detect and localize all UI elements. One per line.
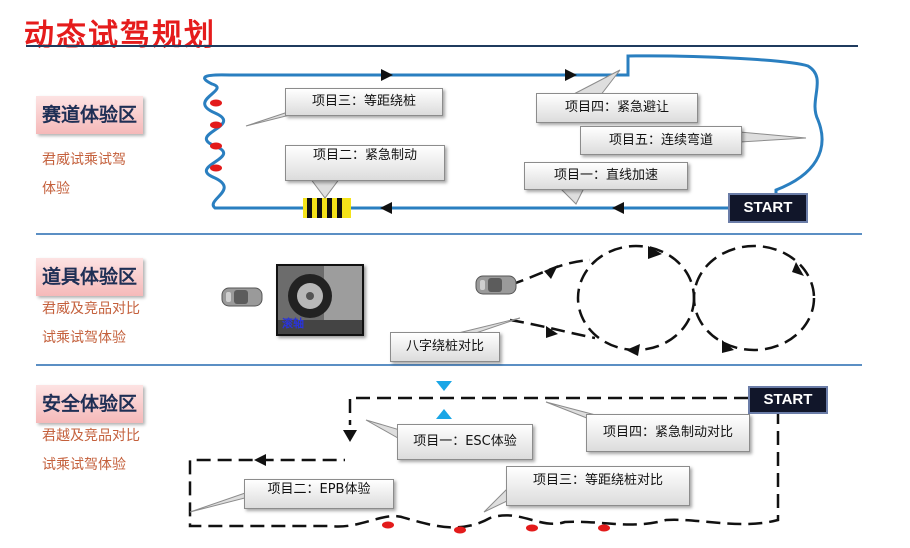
- cone-marker: [210, 164, 222, 172]
- safety-route: [188, 396, 780, 529]
- track-loop: [203, 54, 824, 210]
- zone-sub-safety-1: 君越及竞品对比: [42, 428, 140, 444]
- track-item-1-callout: 项目一：直线加速: [524, 162, 688, 190]
- roller-photo: 滚轴: [276, 264, 364, 336]
- car-icon: [475, 275, 517, 295]
- track-item-5-callout: 项目五：连续弯道: [580, 126, 742, 155]
- zone-tag-props: 道具体验区: [36, 258, 144, 296]
- esc-marker-icon: [436, 409, 452, 419]
- loop-arrow: [544, 265, 558, 279]
- figure8-callout: 八字绕桩对比: [390, 332, 500, 362]
- title-divider: [26, 45, 858, 47]
- route-arrow: [254, 454, 266, 466]
- track-item-2-callout: 项目二：紧急制动: [285, 145, 445, 181]
- route-arrow: [343, 430, 357, 442]
- zone-tag-track: 赛道体验区: [36, 96, 144, 134]
- section-divider: [36, 233, 862, 235]
- cone-marker: [598, 524, 610, 532]
- loop-arrow: [648, 246, 662, 259]
- zone-sub-track-2: 体验: [42, 181, 70, 197]
- zone-sub-props-2: 试乘试驾体验: [42, 330, 126, 346]
- car-icon: [221, 287, 263, 307]
- zone-tag-safety: 安全体验区: [36, 385, 144, 423]
- track-start-badge: START: [728, 193, 808, 223]
- brake-zone-stripes: [303, 198, 351, 218]
- roller-photo-label: 滚轴: [282, 317, 304, 330]
- track-arrow: [381, 69, 393, 81]
- safety-item-4-callout: 项目四：紧急制动对比: [586, 414, 750, 452]
- cone-marker: [454, 526, 466, 534]
- page-title: 动态试驾规划: [24, 18, 216, 53]
- callout-tail: [739, 131, 807, 143]
- cone-marker: [210, 142, 222, 150]
- loop-arrow: [546, 326, 558, 338]
- esc-marker-icon: [436, 381, 452, 391]
- track-arrow: [565, 69, 577, 81]
- track-item-3-callout: 项目三：等距绕桩: [285, 88, 443, 116]
- loop-arrow: [722, 340, 734, 353]
- loop-arrow: [626, 344, 640, 356]
- callout-tail: [309, 177, 341, 199]
- safety-item-3-callout: 项目三：等距绕桩对比: [506, 466, 690, 506]
- safety-start-badge: START: [748, 386, 828, 414]
- cone-marker: [526, 524, 538, 532]
- loop-arrow: [792, 262, 804, 276]
- cone-marker: [210, 121, 222, 129]
- cone-marker: [210, 99, 222, 107]
- safety-item-2-callout: 项目二：EPB体验: [244, 479, 394, 509]
- cone-marker: [382, 521, 394, 529]
- track-item-4-callout: 项目四：紧急避让: [536, 93, 698, 123]
- zone-sub-track-1: 君威试乘试驾: [42, 152, 126, 168]
- track-arrow: [380, 202, 392, 214]
- safety-item-1-callout: 项目一：ESC体验: [397, 424, 533, 460]
- zone-sub-safety-2: 试乘试驾体验: [42, 457, 126, 473]
- track-arrow: [612, 202, 624, 214]
- zone-sub-props-1: 君威及竞品对比: [42, 301, 140, 317]
- section-divider: [36, 364, 862, 366]
